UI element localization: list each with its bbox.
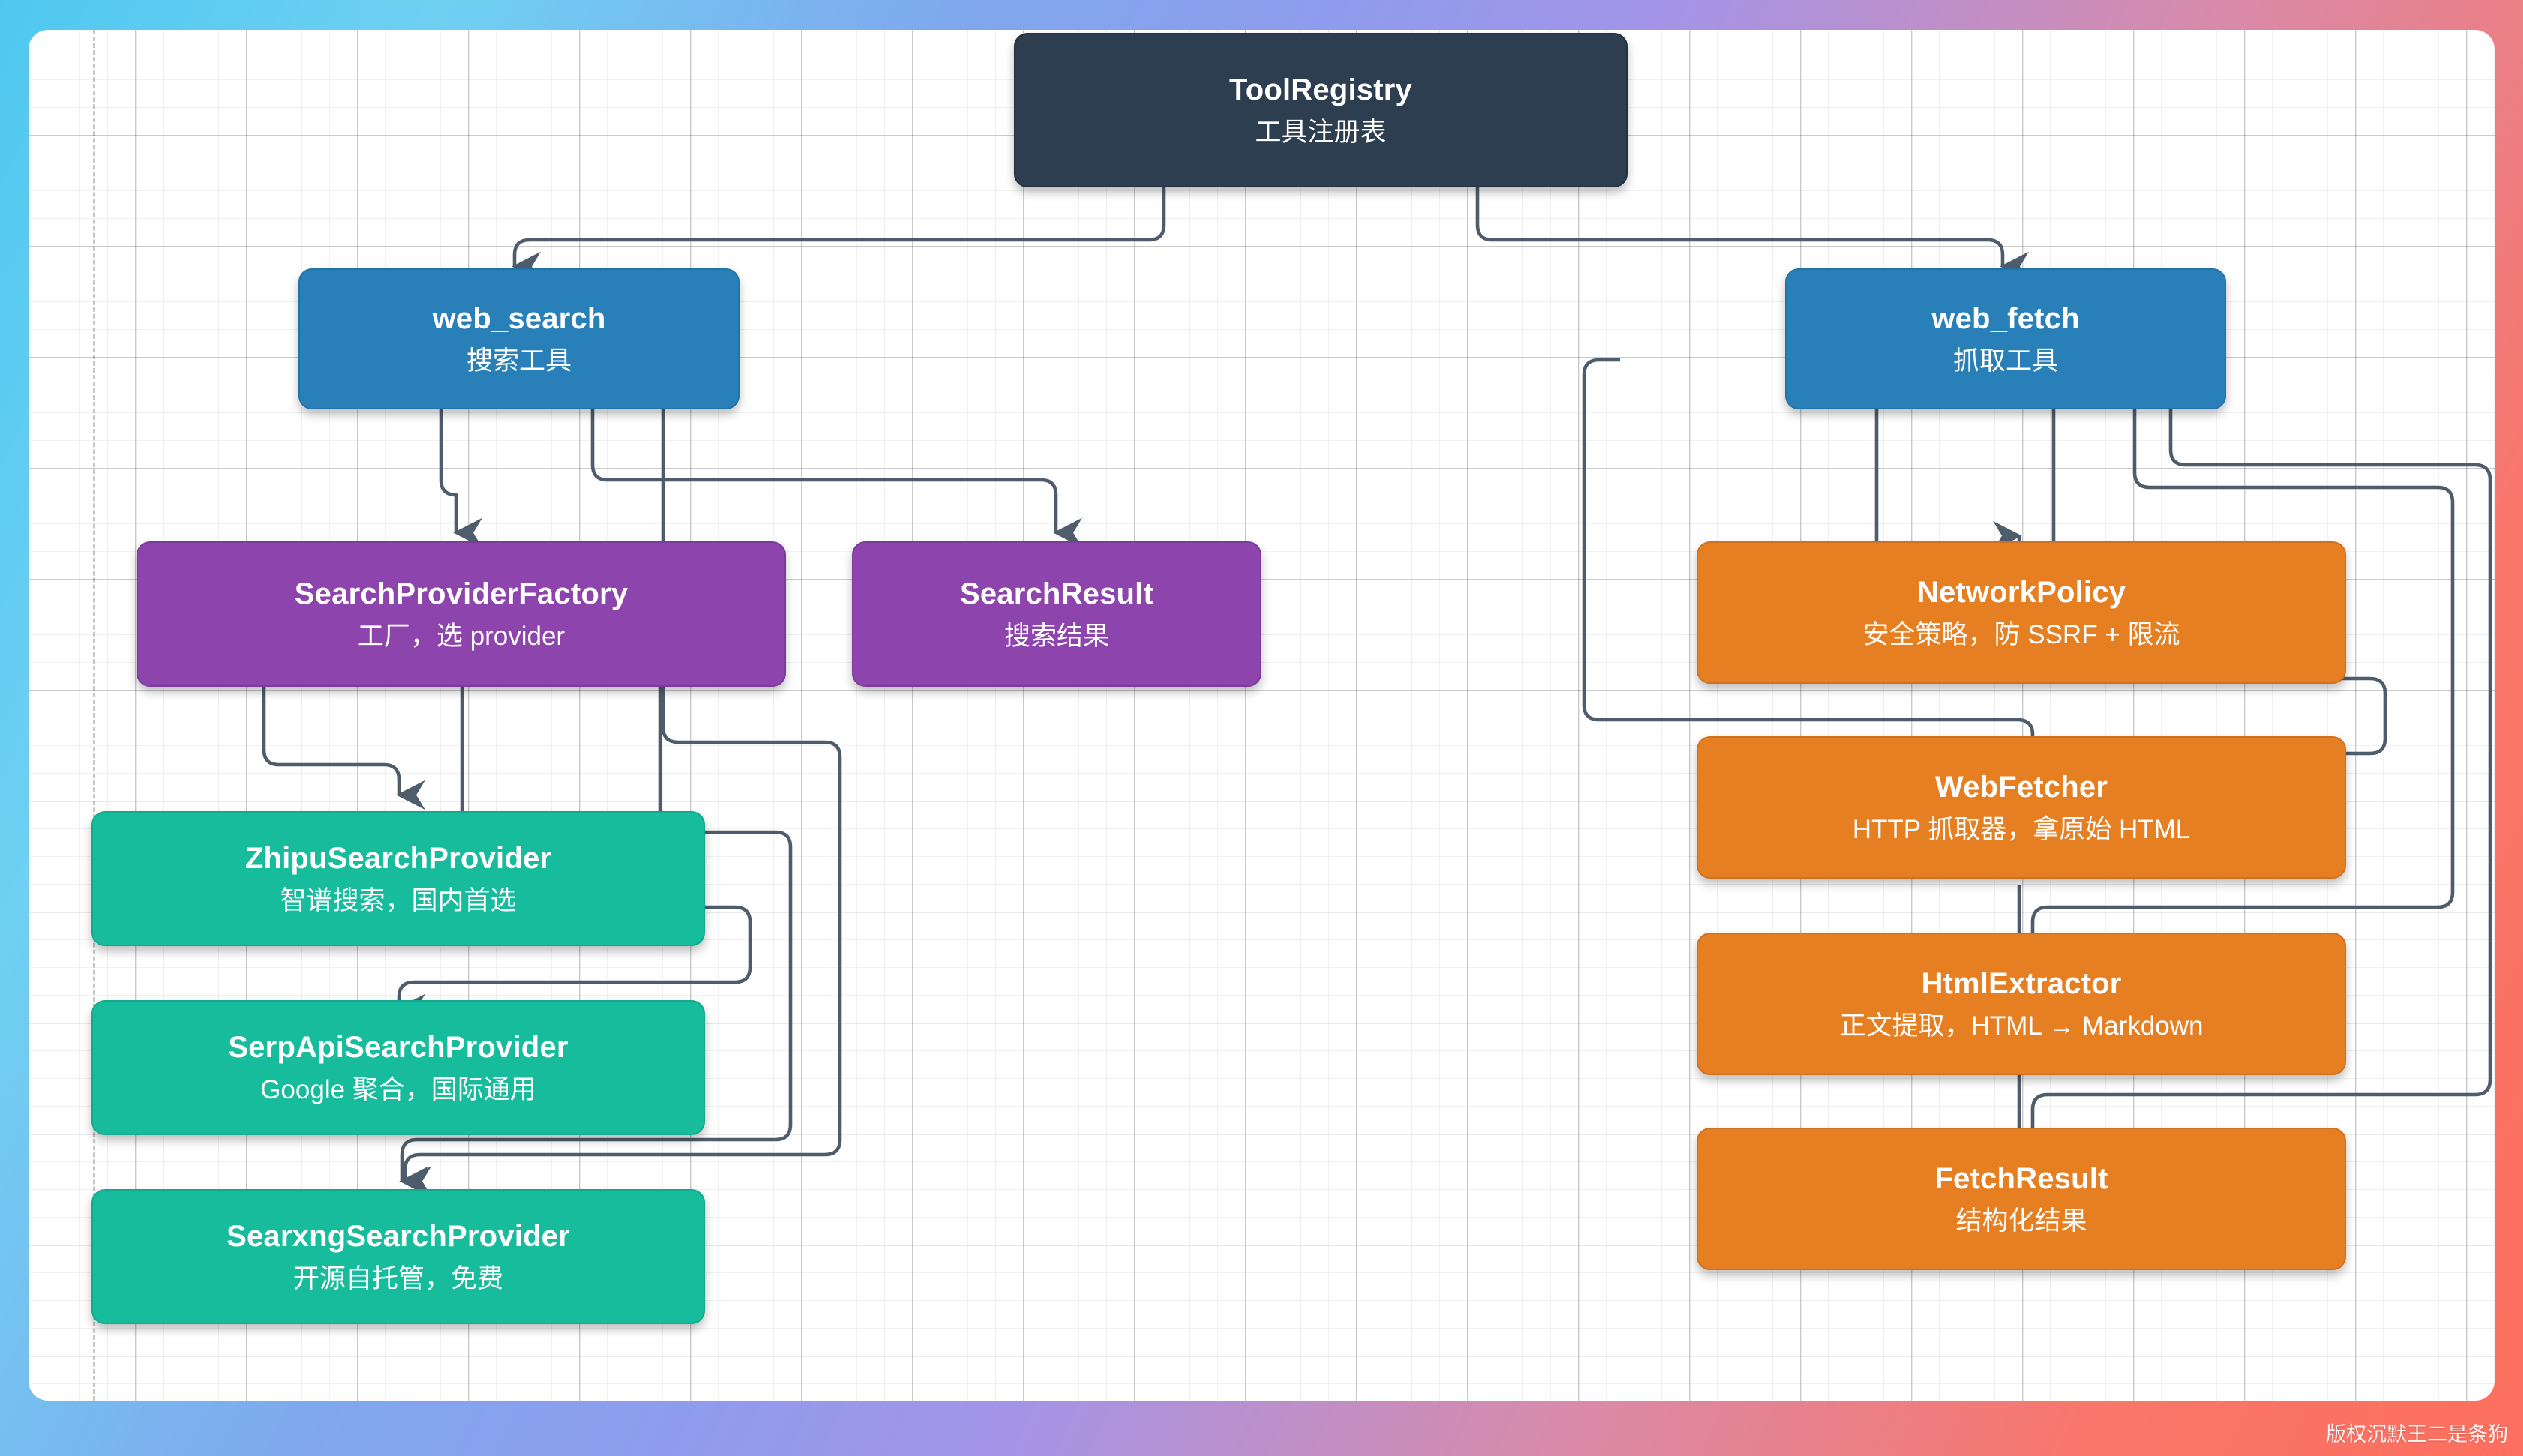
node-web-search-title: web_search: [432, 302, 606, 336]
node-web-search[interactable]: web_search 搜索工具: [298, 268, 740, 409]
node-webfetcher-subtitle: HTTP 抓取器，拿原始 HTML: [1852, 814, 2191, 844]
node-toolregistry[interactable]: ToolRegistry 工具注册表: [1014, 33, 1628, 187]
node-webfetcher[interactable]: WebFetcher HTTP 抓取器，拿原始 HTML: [1696, 736, 2346, 879]
node-searchresult-title: SearchResult: [959, 577, 1154, 611]
node-web-search-subtitle: 搜索工具: [466, 346, 572, 376]
node-web-fetch[interactable]: web_fetch 抓取工具: [1785, 268, 2226, 409]
watermark-text: 版权沉默王二是条狗: [2326, 1423, 2508, 1446]
node-htmlextractor[interactable]: HtmlExtractor 正文提取，HTML → Markdown: [1696, 933, 2346, 1075]
dashed-guide-line: [93, 30, 95, 1401]
node-searchproviderfactory-title: SearchProviderFactory: [294, 577, 628, 611]
node-zhipusearchprovider-title: ZhipuSearchProvider: [244, 842, 552, 876]
node-webfetcher-title: WebFetcher: [1934, 771, 2108, 804]
node-networkpolicy[interactable]: NetworkPolicy 安全策略，防 SSRF + 限流: [1696, 541, 2346, 684]
node-searchproviderfactory-subtitle: 工厂，选 provider: [357, 621, 566, 651]
node-searxngsearchprovider-subtitle: 开源自托管，免费: [292, 1263, 503, 1293]
node-htmlextractor-subtitle: 正文提取，HTML → Markdown: [1839, 1011, 2204, 1041]
node-networkpolicy-subtitle: 安全策略，防 SSRF + 限流: [1862, 619, 2180, 649]
node-fetchresult-title: FetchResult: [1934, 1162, 2108, 1196]
node-serpapisearchprovider[interactable]: SerpApiSearchProvider Google 聚合，国际通用: [92, 1000, 705, 1135]
node-toolregistry-title: ToolRegistry: [1229, 73, 1412, 107]
node-zhipusearchprovider-subtitle: 智谱搜索，国内首选: [280, 885, 517, 915]
node-toolregistry-subtitle: 工具注册表: [1255, 117, 1387, 147]
node-web-fetch-subtitle: 抓取工具: [1952, 346, 2058, 376]
node-zhipusearchprovider[interactable]: ZhipuSearchProvider 智谱搜索，国内首选: [92, 811, 705, 946]
node-htmlextractor-title: HtmlExtractor: [1921, 967, 2122, 1001]
node-searchresult-subtitle: 搜索结果: [1004, 621, 1109, 651]
node-fetchresult-subtitle: 结构化结果: [1955, 1206, 2087, 1236]
node-serpapisearchprovider-subtitle: Google 聚合，国际通用: [260, 1074, 536, 1104]
node-searchresult[interactable]: SearchResult 搜索结果: [852, 541, 1262, 687]
node-searchproviderfactory[interactable]: SearchProviderFactory 工厂，选 provider: [136, 541, 786, 687]
node-fetchresult[interactable]: FetchResult 结构化结果: [1696, 1128, 2346, 1270]
node-serpapisearchprovider-title: SerpApiSearchProvider: [228, 1031, 568, 1065]
node-searxngsearchprovider[interactable]: SearxngSearchProvider 开源自托管，免费: [92, 1189, 705, 1324]
node-searxngsearchprovider-title: SearxngSearchProvider: [226, 1220, 570, 1254]
node-web-fetch-title: web_fetch: [1931, 302, 2080, 336]
node-networkpolicy-title: NetworkPolicy: [1916, 576, 2126, 610]
